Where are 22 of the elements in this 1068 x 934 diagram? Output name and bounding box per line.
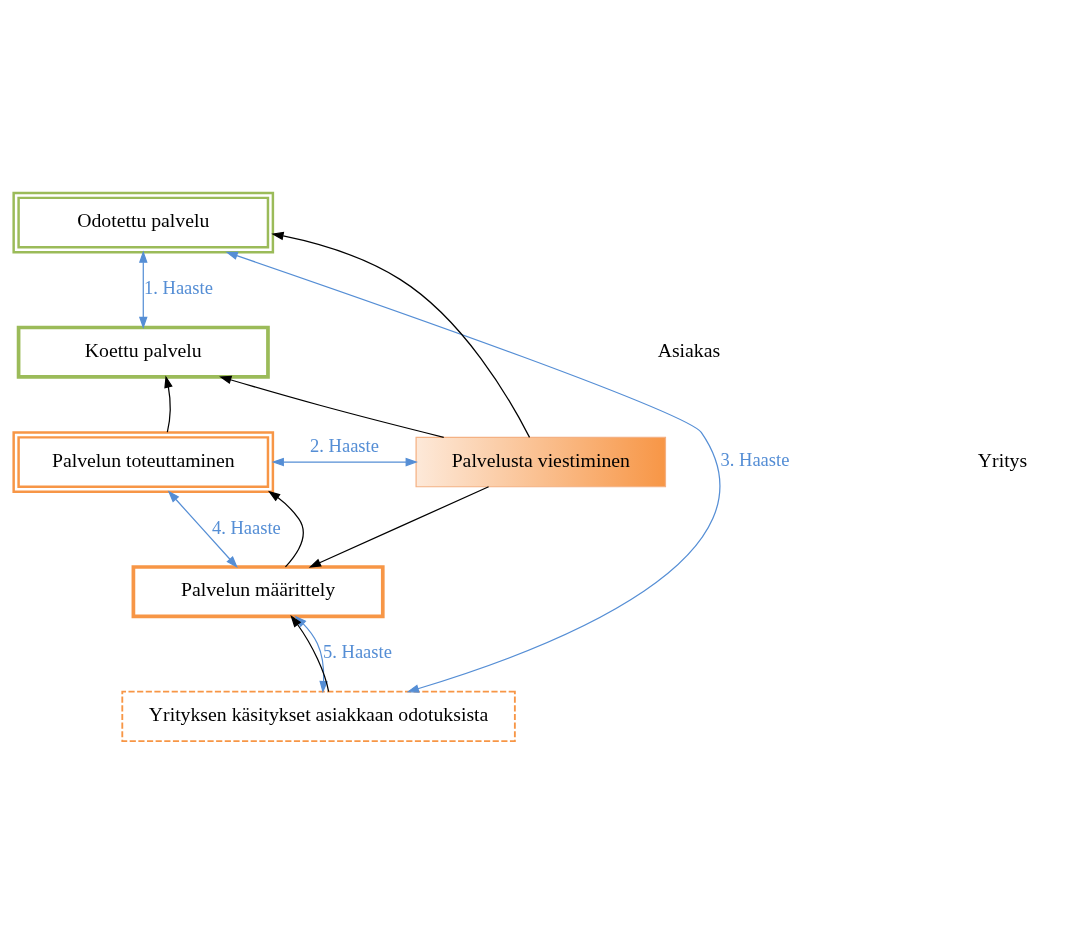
label: Yritys <box>977 448 1028 471</box>
arrow <box>271 231 531 438</box>
arrow <box>271 457 418 467</box>
node-box: Odotettu palvelu <box>12 191 275 254</box>
arrow <box>164 375 173 433</box>
arrow <box>219 375 445 438</box>
arrow <box>138 250 148 330</box>
edge-label: 4. Haaste <box>211 517 281 538</box>
node-box: Koettu palvelu <box>16 325 270 379</box>
arrow <box>225 251 721 693</box>
arrow <box>308 486 490 568</box>
arrow <box>167 490 238 569</box>
edge-label: 2. Haaste <box>310 436 379 457</box>
edge-label: 5. Haaste <box>323 642 392 663</box>
node-box: Palvelun määrittely <box>131 565 385 619</box>
node-box: Palvelun toteuttaminen <box>12 431 275 493</box>
edge-label: 3. Haaste <box>720 450 790 471</box>
edge-label: 1. Haaste <box>144 278 213 299</box>
node-box: Palvelusta viestiminen <box>415 436 667 488</box>
label: Asiakas <box>657 338 721 361</box>
node-box: Yrityksen käsitykset asiakkaan odotuksista <box>121 690 516 742</box>
arrow <box>267 490 304 568</box>
